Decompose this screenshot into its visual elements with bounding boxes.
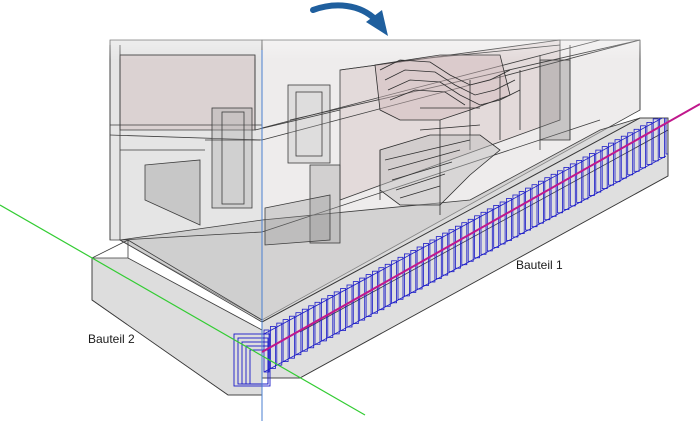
stirrup bbox=[308, 305, 315, 349]
building-model bbox=[109, 39, 641, 323]
curved-rotate-arrow-icon bbox=[310, 2, 388, 36]
stirrup bbox=[659, 118, 665, 158]
stirrup bbox=[620, 135, 627, 179]
stirrup bbox=[320, 298, 327, 342]
stirrup bbox=[423, 243, 429, 286]
stirrup bbox=[416, 246, 423, 290]
coordinate-axes bbox=[0, 50, 700, 421]
longitudinal-bar-top bbox=[263, 118, 667, 335]
stirrup bbox=[410, 249, 417, 293]
stirrup bbox=[352, 281, 359, 325]
stirrup bbox=[665, 118, 668, 155]
stirrup bbox=[442, 232, 449, 276]
stirrup bbox=[359, 277, 366, 321]
stirrup bbox=[378, 267, 385, 311]
component-1-label: Bauteil 1 bbox=[516, 258, 563, 272]
axis-x-magenta bbox=[261, 103, 700, 353]
stirrup bbox=[640, 125, 646, 169]
stirrup bbox=[314, 301, 321, 345]
stirrup bbox=[397, 256, 404, 300]
stirrup bbox=[333, 291, 340, 335]
stirrup bbox=[391, 260, 398, 304]
staircase bbox=[374, 54, 521, 215]
stirrup bbox=[646, 122, 653, 165]
stirrup bbox=[652, 118, 659, 162]
component-2-label: Bauteil 2 bbox=[88, 332, 135, 346]
top-fade bbox=[0, 0, 700, 60]
longitudinal-bar-bottom bbox=[263, 155, 667, 373]
component-1-reinforcement bbox=[263, 118, 668, 373]
stirrup bbox=[340, 288, 347, 331]
axis-y-green bbox=[0, 204, 366, 416]
stirrup bbox=[435, 236, 442, 280]
stirrup bbox=[327, 294, 334, 338]
stirrup bbox=[403, 253, 410, 297]
stirrup bbox=[384, 263, 391, 307]
stirrup bbox=[365, 274, 372, 318]
stirrup bbox=[346, 284, 353, 328]
stirrup bbox=[633, 128, 640, 172]
stirrup bbox=[372, 270, 378, 314]
stirrup bbox=[429, 239, 436, 283]
